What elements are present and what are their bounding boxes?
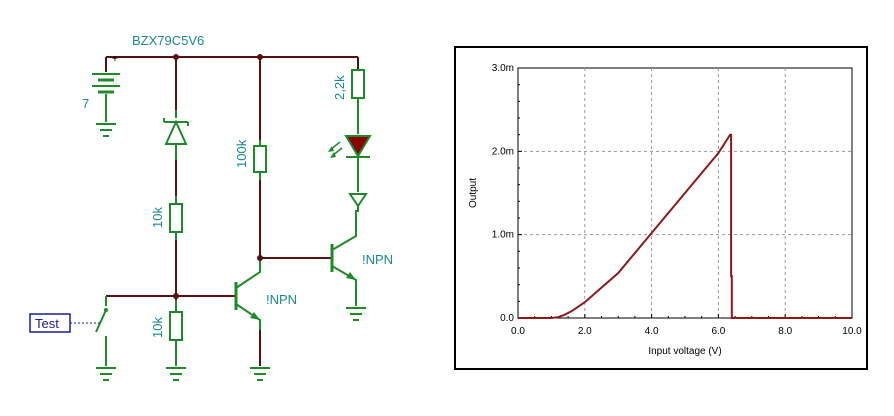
x-tick-label: 4.0: [645, 326, 659, 337]
battery-ground-symbol: [96, 123, 116, 137]
test-switch-label[interactable]: Test: [35, 316, 59, 331]
y-axis-label: Output: [468, 178, 479, 208]
battery-symbol: +: [92, 54, 120, 122]
x-tick-label: 8.0: [778, 326, 792, 337]
x-tick-label: 2.0: [578, 326, 592, 337]
battery-value-label: 7: [82, 96, 89, 111]
resistor-left-top-label: 10k: [150, 207, 165, 228]
resistor-left-top: [169, 196, 183, 240]
resistor-left-bottom-label: 10k: [150, 317, 165, 338]
resistor-left-bottom: [166, 300, 186, 381]
transistor-2-symbol: [330, 210, 357, 306]
transistor-2-ground: [346, 307, 366, 321]
top-rail-wire: [106, 56, 359, 70]
transistor-1-symbol: [234, 260, 261, 330]
y-tick-label: 2.0m: [492, 146, 514, 157]
y-tick-label: 1.0m: [492, 230, 514, 241]
transistor-1-ground: [250, 367, 270, 381]
transistor-2-label: !NPN: [362, 252, 393, 267]
resistor-mid: [253, 140, 267, 180]
output-series-line: [518, 133, 852, 319]
x-tick-label: 6.0: [711, 326, 725, 337]
x-axis-label: Input voltage (V): [648, 346, 721, 357]
zener-part-label: BZX79C5V6: [132, 33, 204, 48]
y-tick-label: 0.0: [500, 313, 514, 324]
zener-diode-symbol: [163, 110, 189, 160]
y-tick-label: 3.0m: [492, 63, 514, 74]
resistor-mid-label: 100k: [234, 139, 249, 168]
svg-text:+: +: [112, 54, 118, 65]
current-probe-symbol: [348, 193, 368, 212]
output-plot-panel: 0.0 2.0 4.0 6.0 8.0 10.0 0.0 1.0m 2.0m 3.0m Input…: [454, 46, 868, 370]
led-symbol: [328, 135, 372, 192]
x-tick-label: 10.0: [842, 326, 862, 337]
transistor-1-label: !NPN: [266, 292, 297, 307]
output-line-chart: 0.0 2.0 4.0 6.0 8.0 10.0 0.0 1.0m 2.0m 3.0m Input…: [468, 63, 862, 357]
test-switch-symbol[interactable]: [95, 296, 116, 381]
x-tick-label: 0.0: [511, 326, 525, 337]
circuit-schematic: + 7 BZX79C5V6 10k 10k: [29, 33, 393, 381]
resistor-right-label: 2,2k: [332, 75, 347, 100]
resistor-right: [351, 69, 365, 134]
